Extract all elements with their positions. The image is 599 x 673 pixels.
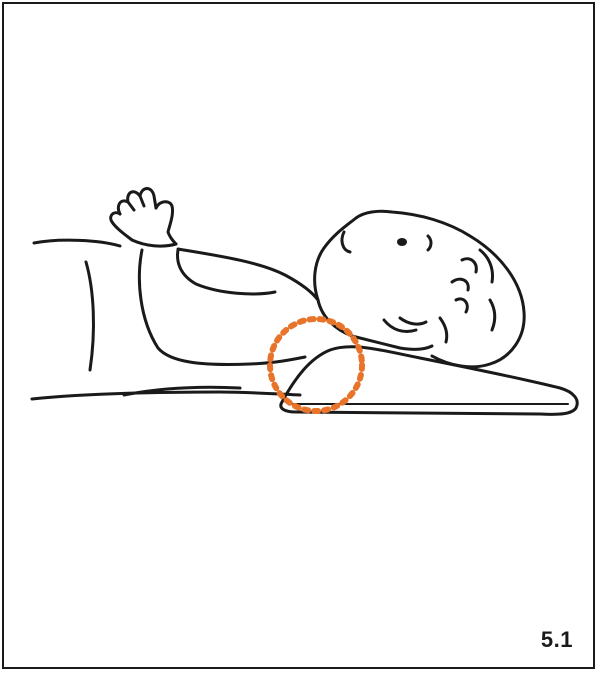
step-number-label: 5.1 bbox=[541, 627, 573, 653]
wedge-pillow bbox=[281, 347, 577, 415]
baby-body bbox=[32, 240, 318, 399]
baby-head bbox=[315, 211, 525, 367]
